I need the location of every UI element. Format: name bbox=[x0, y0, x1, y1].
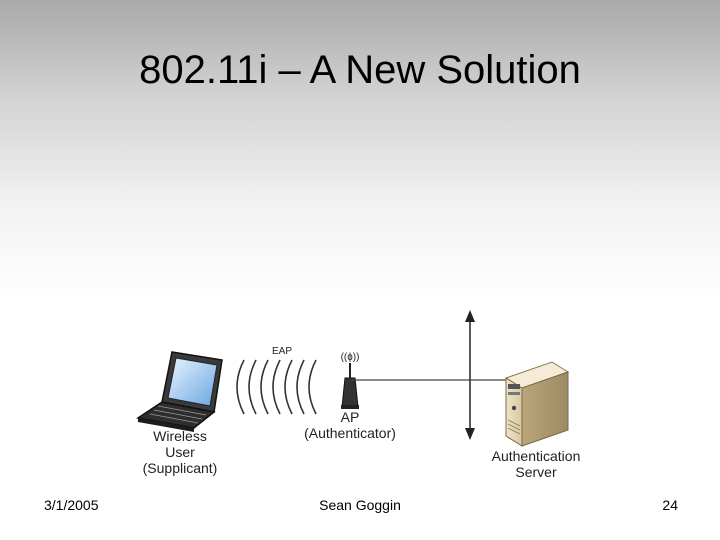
footer-page-number: 24 bbox=[662, 497, 678, 513]
footer-author: Sean Goggin bbox=[319, 497, 401, 513]
slide-title: 802.11i – A New Solution bbox=[139, 48, 581, 92]
auth-server-label-line2: Server bbox=[515, 464, 557, 480]
wireless-user-label: Wireless User (Supplicant) bbox=[120, 428, 240, 476]
ap-label-line1: AP bbox=[340, 409, 360, 425]
laptop-icon bbox=[136, 351, 223, 432]
eap-label: EAP bbox=[271, 346, 292, 357]
ap-signal-glyph: ((ɸ)) bbox=[340, 352, 360, 363]
wireless-user-label-line1: Wireless bbox=[153, 428, 207, 444]
wireless-user-label-line3: (Supplicant) bbox=[142, 460, 218, 476]
radio-waves-icon bbox=[236, 359, 317, 415]
server-icon bbox=[504, 361, 570, 447]
double-arrow-icon bbox=[465, 310, 475, 440]
wireless-user-label-line2: User bbox=[165, 444, 195, 460]
ap-label-line2: (Authenticator) bbox=[304, 425, 396, 441]
access-point-icon bbox=[341, 363, 359, 409]
auth-server-label: Authentication Server bbox=[476, 448, 596, 480]
ap-label: AP (Authenticator) bbox=[290, 409, 410, 441]
footer-date: 3/1/2005 bbox=[44, 497, 99, 513]
auth-server-label-line1: Authentication bbox=[491, 448, 581, 464]
